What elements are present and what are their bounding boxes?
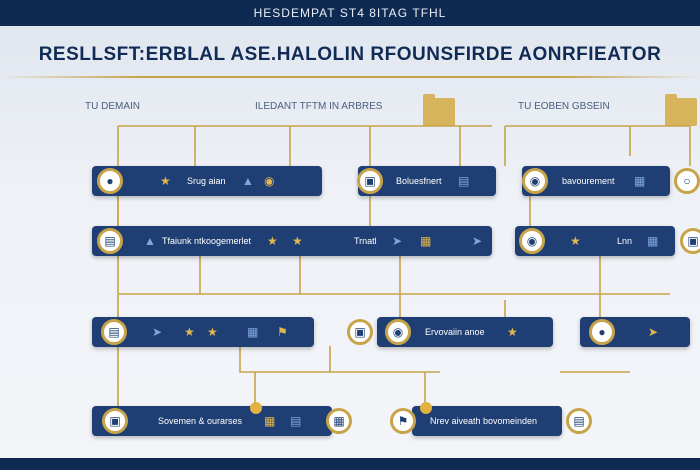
column-header-1: TU DEMAIN: [85, 101, 140, 112]
row4-left-label: Sovemen & ourarses: [158, 416, 243, 426]
row1-left-label: Srug aian: [187, 176, 226, 186]
row4-left-node-icon: ▣: [102, 408, 128, 434]
row2-end-node-icon: ▣: [680, 228, 700, 254]
building-icon: ▦: [634, 174, 646, 188]
people-icon: ★: [507, 325, 518, 339]
junction-dot: [250, 402, 262, 414]
people-icon: ★: [570, 234, 581, 248]
row3-mid-node-icon: ▣: [347, 319, 373, 345]
document-icon: ▤: [458, 174, 470, 188]
row2-right-node-icon: ◉: [519, 228, 545, 254]
row4-mid-node-icon-2: ⚑: [390, 408, 416, 434]
arrow-icon: ➤: [648, 325, 659, 339]
flag-icon: ⚑: [277, 325, 288, 339]
row2-right-label: Lnn: [617, 236, 633, 246]
chart-icon: ▲: [242, 174, 254, 188]
people-icon: ★: [207, 325, 218, 339]
row1-right-node-icon: ◉: [522, 168, 548, 194]
folder-icon: [665, 94, 697, 126]
row2-left-node-icon: ▤: [97, 228, 123, 254]
row2-left-bar: Tfaiunk ntkoogemerlet ▲ ★ ★ Trnatl ➤ ▦ ➤: [92, 226, 492, 256]
building-icon: ▦: [247, 325, 259, 339]
header-banner: НESDEMРАТ SТ4 8ITAG ТFНL: [0, 0, 700, 26]
row1-right-label: bavourement: [562, 176, 615, 186]
row2-mid-label: Trnatl: [354, 236, 377, 246]
folder-icon: [423, 94, 455, 126]
column-header-2: ILEDANT TFTM IN ARBRES: [255, 101, 383, 112]
building-icon: ▦: [647, 234, 659, 248]
building-icon: ▦: [264, 414, 276, 428]
junction-dot: [420, 402, 432, 414]
globe-icon: ◉: [264, 174, 275, 188]
footer-bar: [0, 458, 700, 470]
row2-left-label: Tfaiunk ntkoogemerlet: [162, 236, 252, 246]
row1-mid-node-icon: ▣: [357, 168, 383, 194]
row3-mid-node-icon-2: ◉: [385, 319, 411, 345]
title-divider: [0, 76, 700, 78]
people-icon: ★: [184, 325, 195, 339]
row4-mid-bar: Nrev aiveath bovomeinden: [412, 406, 562, 436]
row4-mid-label: Nrev aiveath bovomeinden: [430, 416, 538, 426]
row1-end-node-icon: ○: [674, 168, 700, 194]
arrow-icon: ➤: [152, 325, 163, 339]
row4-mid-node-icon: ▦: [326, 408, 352, 434]
arrow-icon: ➤: [392, 234, 403, 248]
diagram-title: RESLLSFT:ERBLAL ASE.НALOLIN RFOUNSFIRDE …: [38, 44, 662, 65]
column-header-3: TU EOBEN GBSEIN: [518, 101, 610, 112]
row3-right-node-icon: ●: [589, 319, 615, 345]
building-icon: ▦: [420, 234, 432, 248]
row3-left-bar: ➤ ★ ★ ▦ ⚑: [92, 317, 314, 347]
row1-mid-label: Boluesfnert: [396, 176, 442, 186]
document-icon: ▤: [290, 414, 302, 428]
row3-mid-label: Ervovaiin anoe: [425, 327, 485, 337]
row4-right-node-icon: ▤: [566, 408, 592, 434]
arrow-icon: ➤: [472, 234, 483, 248]
people-icon: ★: [292, 234, 303, 248]
row4-left-bar: Sovemen & ourarses ▦ ▤: [92, 406, 332, 436]
connector-line: [239, 346, 440, 373]
row1-left-bar: Srug aian ★ ▲ ◉: [92, 166, 322, 196]
chart-icon: ▲: [144, 234, 156, 248]
row1-left-node-icon: ●: [97, 168, 123, 194]
people-icon: ★: [267, 234, 278, 248]
row3-left-node-icon: ▤: [101, 319, 127, 345]
people-icon: ★: [160, 174, 171, 188]
